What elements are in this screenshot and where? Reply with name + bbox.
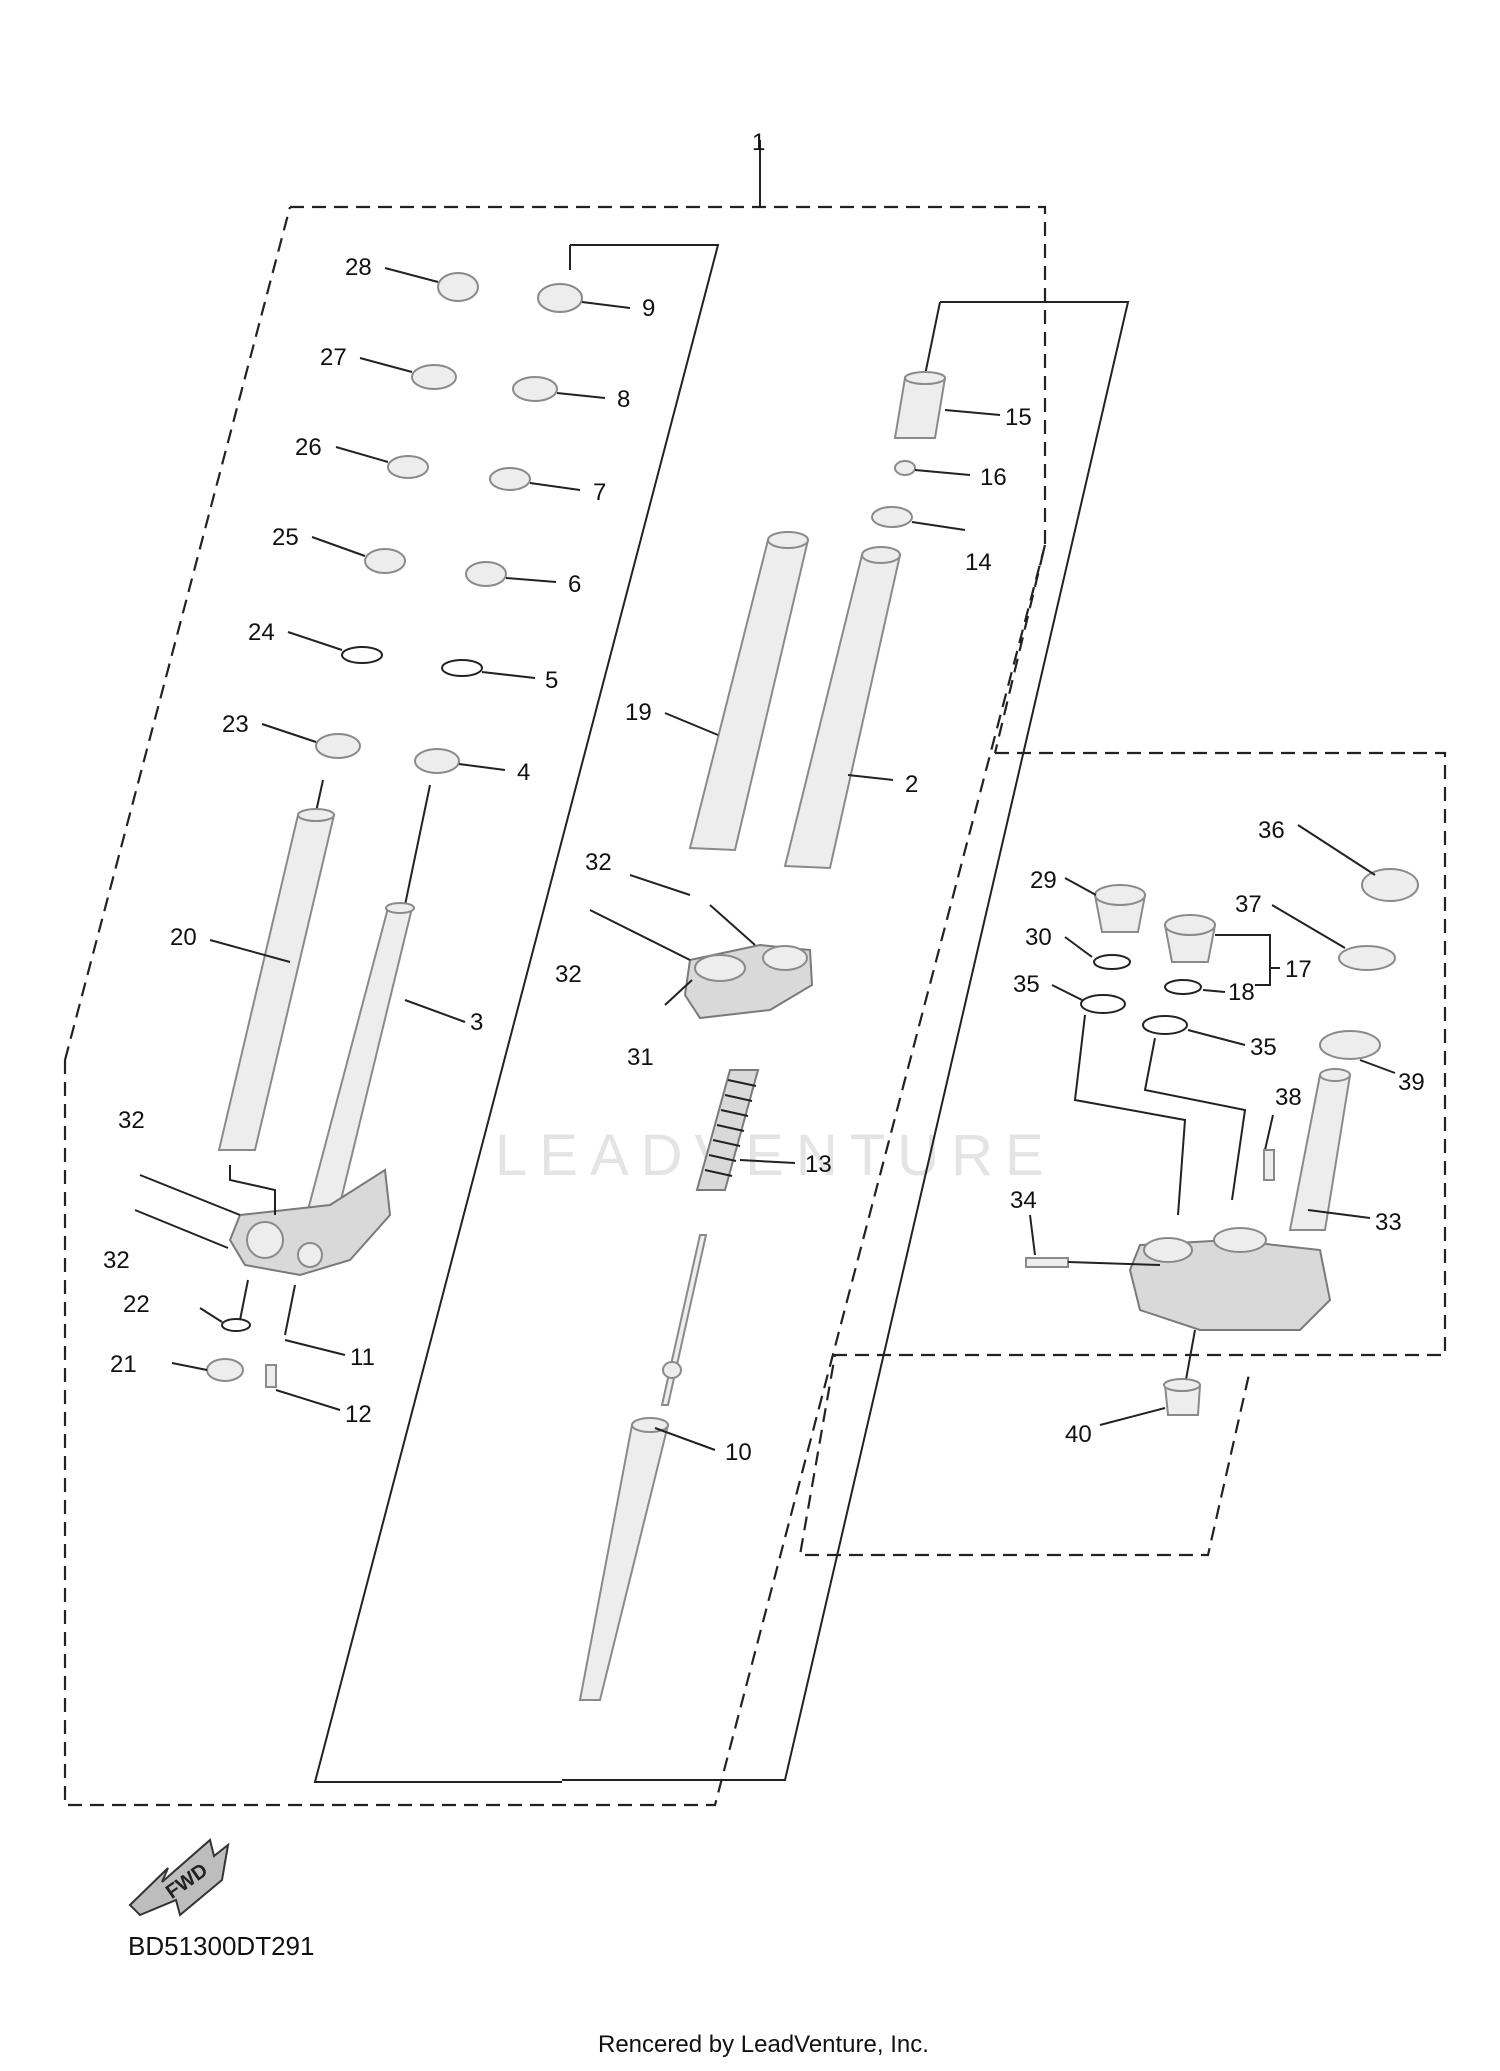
callout-39: 39 (1398, 1069, 1425, 1096)
left-leg-bracket (313, 244, 720, 1783)
callout-35-b: 35 (1250, 1034, 1277, 1061)
callout-13: 13 (805, 1151, 832, 1178)
left-bushings (315, 272, 583, 774)
callout-17: 17 (1285, 956, 1312, 983)
callout-6: 6 (568, 571, 581, 598)
callout-11: 11 (350, 1344, 375, 1371)
part-20-inner-tube (217, 814, 336, 1151)
callout-24: 24 (248, 619, 275, 646)
callout-16: 16 (980, 464, 1007, 491)
callout-4: 4 (517, 759, 530, 786)
part-37-seal (1338, 945, 1396, 971)
callout-40: 40 (1065, 1421, 1092, 1448)
callout-18: 18 (1228, 979, 1255, 1006)
part-9-bushing (537, 283, 583, 313)
part-39-seal (1319, 1030, 1381, 1060)
steering-parts (1025, 868, 1419, 1416)
middle-parts (578, 874, 814, 1701)
part-8-bushing (512, 376, 558, 402)
callout-22: 22 (123, 1291, 150, 1318)
part-10-damper-rod (660, 1234, 708, 1406)
callout-34: 34 (1010, 1187, 1037, 1214)
callout-7: 7 (593, 479, 606, 506)
callout-37: 37 (1235, 891, 1262, 918)
part-6-seal (465, 561, 507, 587)
callout-31: 31 (627, 1044, 654, 1071)
part-14-washer (871, 506, 913, 528)
callout-32-d: 32 (103, 1247, 130, 1274)
callout-20: 20 (170, 924, 197, 951)
part-22-clip (221, 1318, 251, 1332)
part-35-o-ring (1080, 994, 1126, 1014)
callout-27: 27 (320, 344, 347, 371)
callout-23: 23 (222, 711, 249, 738)
part-26-washer (387, 455, 429, 479)
drawing-code: BD51300DT291 (128, 1931, 314, 1961)
part-13-spring (695, 1069, 760, 1191)
part-25-seal (364, 548, 406, 574)
part-19-outer-tube (688, 539, 810, 852)
callout-29: 29 (1030, 867, 1057, 894)
callout-30: 30 (1025, 924, 1052, 951)
callout-19: 19 (625, 699, 652, 726)
callout-32-c: 32 (118, 1107, 145, 1134)
callout-25: 25 (272, 524, 299, 551)
callout-33: 33 (1375, 1209, 1402, 1236)
assembly-1-frame (63, 205, 1047, 1807)
callout-2: 2 (905, 771, 918, 798)
part-7-washer (489, 467, 531, 491)
part-16-nut (894, 460, 916, 476)
callout-26: 26 (295, 434, 322, 461)
right-leg-bracket (562, 301, 1130, 1781)
callout-28: 28 (345, 254, 372, 281)
part-23-seal (315, 733, 361, 759)
footer-credit: Rencered by LeadVenture, Inc. (598, 2031, 929, 2058)
callout-35-a: 35 (1013, 971, 1040, 998)
part-30-clip (1093, 954, 1131, 970)
inner-tubes (134, 779, 431, 1388)
callout-12: 12 (345, 1401, 372, 1428)
part-24-clip (341, 646, 383, 664)
group-frames (63, 140, 1447, 1807)
part-27-bushing (411, 364, 457, 390)
callout-1: 1 (752, 129, 765, 156)
part-5-clip (441, 659, 483, 677)
part-15-cap (893, 377, 947, 439)
callout-32-b: 32 (555, 961, 582, 988)
part-4-seal (414, 748, 460, 774)
callout-14: 14 (965, 549, 992, 576)
leader-lines (171, 267, 1396, 1451)
part-12-bolt (265, 1364, 277, 1388)
part-34-bolt (1025, 1257, 1069, 1268)
callout-8: 8 (617, 386, 630, 413)
callout-5: 5 (545, 667, 558, 694)
part-28-bushing (437, 272, 479, 302)
callout-labels: 1 2 3 4 5 6 7 8 9 10 11 12 13 14 15 16 1… (103, 129, 1425, 1466)
callout-10: 10 (725, 1439, 752, 1466)
callout-9: 9 (642, 295, 655, 322)
part-18-clip (1164, 979, 1202, 995)
part-36-bearing (1361, 868, 1419, 902)
callout-36: 36 (1258, 817, 1285, 844)
part-2-outer-tube (783, 554, 902, 870)
callout-32-a: 32 (585, 849, 612, 876)
part-21-bushing (206, 1358, 244, 1382)
outer-tubes (688, 371, 947, 870)
watermark: LEADVENTURE (495, 1123, 1056, 1188)
callout-15: 15 (1005, 404, 1032, 431)
callout-38: 38 (1275, 1084, 1302, 1111)
part-35-o-ring-b (1142, 1015, 1188, 1035)
callout-21: 21 (110, 1351, 137, 1378)
callout-3: 3 (470, 1009, 483, 1036)
fwd-arrow-icon: FWD (128, 1838, 230, 1917)
part-38-pin (1263, 1149, 1275, 1181)
steering-frame (798, 751, 1447, 1557)
